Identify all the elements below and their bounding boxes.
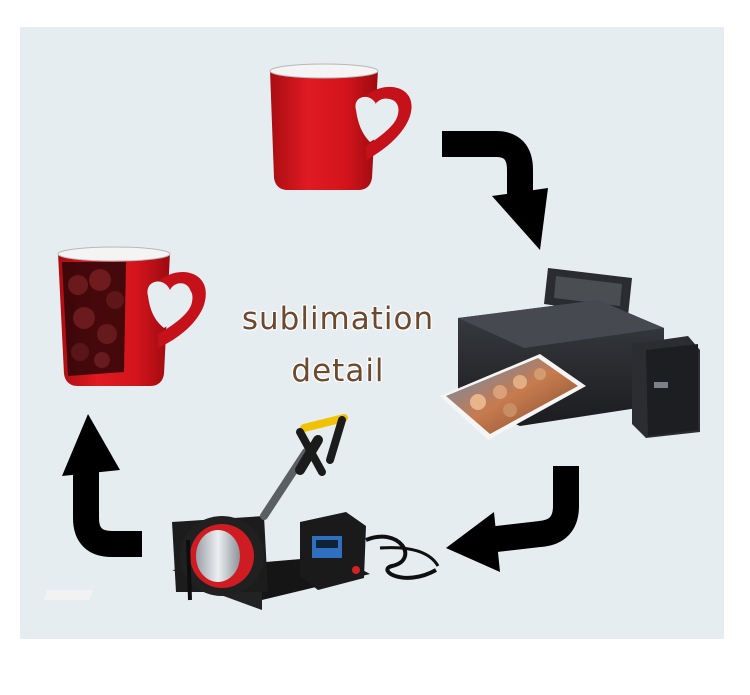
mug-photo-print bbox=[62, 262, 126, 376]
printed-photo bbox=[440, 354, 586, 440]
blank-red-heart-mug-icon bbox=[269, 63, 412, 190]
mug-heat-press-icon bbox=[43, 414, 440, 610]
caption-line-2: detail bbox=[291, 353, 385, 389]
digital-display bbox=[316, 540, 338, 548]
arrow-mug-to-printer bbox=[442, 131, 548, 250]
printed-heart-mug-icon bbox=[57, 246, 206, 386]
brand-label bbox=[654, 382, 668, 388]
warning-label bbox=[43, 590, 94, 600]
power-switch bbox=[352, 566, 360, 574]
caption: sublimation detail bbox=[218, 300, 458, 400]
arrow-press-to-mug bbox=[62, 414, 142, 557]
caption-line-1: sublimation bbox=[241, 301, 435, 337]
inkjet-printer-icon bbox=[440, 268, 700, 440]
arrow-printer-to-press bbox=[446, 466, 579, 572]
